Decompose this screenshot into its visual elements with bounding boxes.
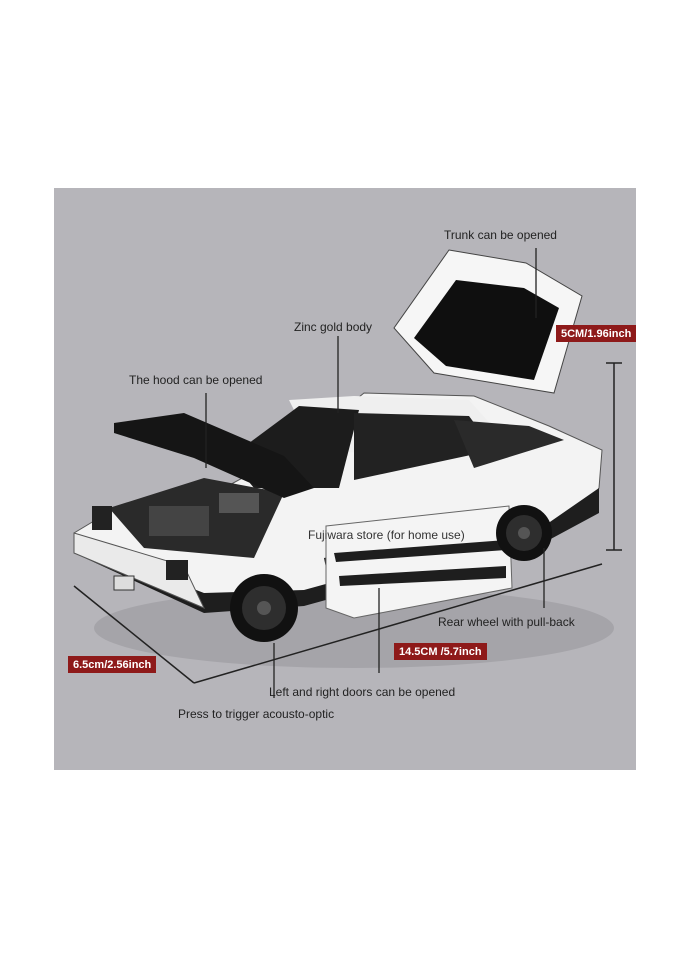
hood-label: The hood can be opened [129,373,263,387]
trunk-lid [393,249,583,394]
body-label: Zinc gold body [294,320,373,334]
front-wheel [230,574,298,642]
rear-wheel [496,505,552,561]
front-bumper [73,506,206,609]
product-photo: Trunk can be opened Zinc gold body The h… [54,188,636,770]
length-dimension-tag: 14.5CM /5.7inch [394,643,487,660]
dimension-lines [73,362,622,684]
height-dimension-tag: 5CM/1.96inch [556,325,636,342]
store-watermark: Fujiwara store (for home use) [308,528,465,542]
width-dimension-tag: 6.5cm/2.56inch [68,656,157,673]
doors-label: Left and right doors can be opened [269,685,456,699]
leader-lines [205,248,545,698]
car-model-illustration [73,248,622,698]
open-door [325,505,513,619]
trunk-label: Trunk can be opened [444,228,557,242]
engine-and-hood [109,413,314,558]
rear-wheel-label: Rear wheel with pull-back [438,615,575,629]
press-label: Press to trigger acousto-optic [178,707,335,721]
